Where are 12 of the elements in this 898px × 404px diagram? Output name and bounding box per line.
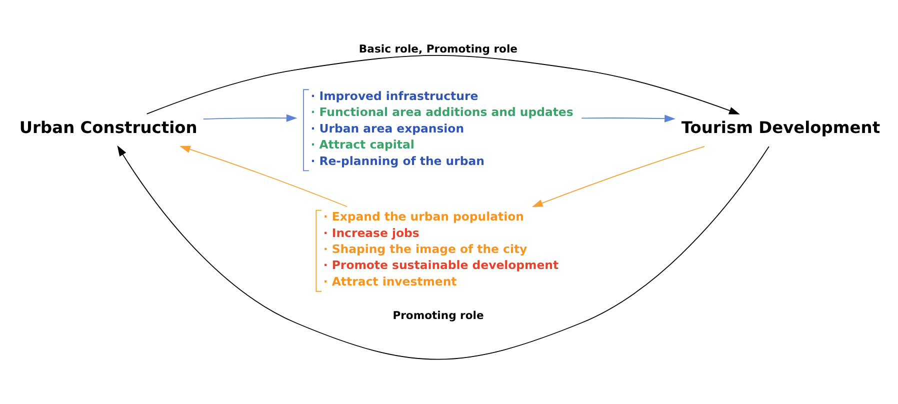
node-text: Tourism Development [681,118,880,138]
node-text: Urban Construction [19,118,198,138]
edge-label: Promoting role [392,308,484,322]
arrow [117,145,770,360]
arrow [180,146,348,208]
node-text: · Improved infrastructure · Functional area additions and updates · Urban area expansion · Attract capital · Re-planning of the urban [310,88,574,168]
node-text: · Expand the urban population · Increase jobs · Shaping the image of the city · Promote sustainable development · Attract investment [323,210,559,288]
edge-label: Basic role, Promoting role [358,42,518,56]
arrow [532,146,705,208]
arrow [581,114,676,122]
arrow [146,54,740,114]
arrow [202,114,298,122]
